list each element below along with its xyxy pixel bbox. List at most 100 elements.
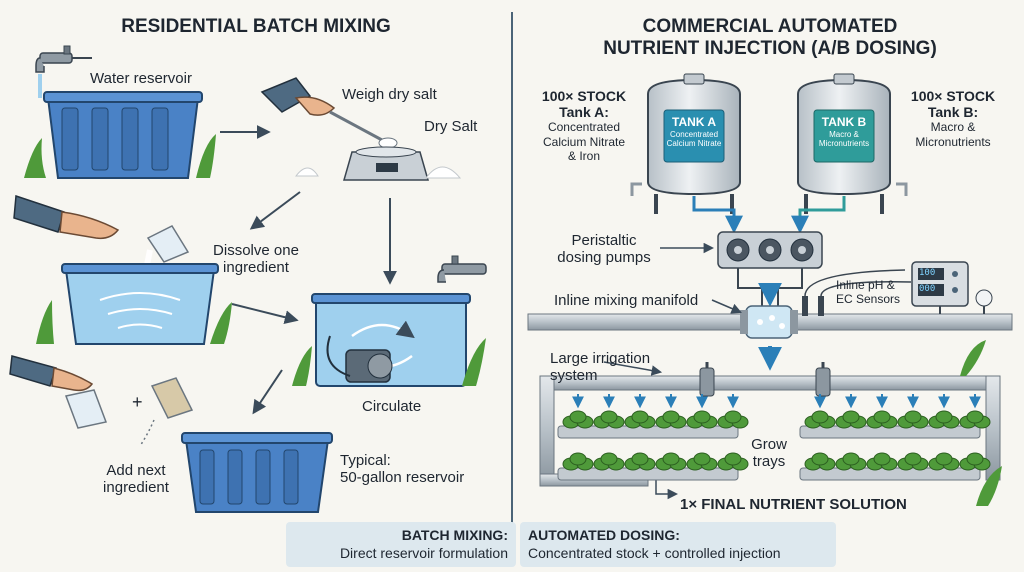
pump-icon [326,335,393,383]
lettuce-plant-icon [562,410,594,429]
lettuce-plant-icon [804,452,836,471]
scale-icon [294,146,462,181]
irrigation-pointer [603,361,663,376]
final-solution-label: 1× FINAL NUTRIENT SOLUTION [680,496,907,513]
tank-a-desc1: Concentrated [547,120,621,135]
sensors-line1: Inline pH & [836,278,895,292]
tank-a-label-sub2: Calcium Nitrate [666,138,722,148]
corner-plant-icon [976,466,1002,506]
tank-b-desc1: Macro & [930,120,976,135]
grow-trays-line1: Grow [751,436,787,453]
batch-mixing-summary-title: BATCH MIXING: [401,527,508,543]
controller-panel [911,261,993,314]
left-panel-title: RESIDENTIAL BATCH MIXING [121,16,391,37]
typical-label-line2: 50-gallon reservoir [340,469,465,487]
hand-scooping-icon [260,77,398,149]
right-panel-title: COMMERCIAL AUTOMATED NUTRIENT INJECTION … [560,16,980,60]
lettuce-plant-icon [686,452,718,471]
automated-dosing-summary-title: AUTOMATED DOSING: [528,527,680,543]
feed-line-a [692,196,743,234]
arrow-dissolve-to-circulate [231,303,299,325]
hand-pouring-liquid-icon [9,355,194,447]
dosing-pumps-line1: Peristaltic [571,232,637,249]
lettuce-plant-icon [835,410,867,429]
tank-b-desc2: Micronutrients [915,134,991,149]
add-next-label: Add next ingredient [94,462,178,497]
tank-b-description: 100× STOCK Tank B: Macro & Micronutrient… [898,88,1008,149]
lettuce-plant-icon [686,410,718,429]
tank-a-desc2: Calcium Nitrate [542,134,626,149]
tank-b-label-sub2: Micronutrients [818,138,870,148]
sensors-line2: EC Sensors [836,292,901,307]
irrigation-line1: Large irrigation [550,350,651,367]
dosing-pumps-line2: dosing pumps [557,249,651,267]
lettuce-plant-icon [897,410,929,429]
tank-b-label-sub1: Macro & [829,129,859,139]
right-title-line2: NUTRIENT INJECTION (A/B DOSING) [603,37,937,59]
weigh-dry-salt-label: Weigh dry salt [342,86,437,103]
lettuce-plant-icon [624,410,656,429]
lettuce-plant-icon [804,410,836,429]
water-reservoir-bin [24,91,216,179]
lettuce-plant-icon [928,452,960,471]
grow-trays-label: Grow trays [740,436,798,471]
circulate-label: Circulate [362,398,422,415]
feed-line-b [791,196,846,234]
automated-dosing-summary-text: Concentrated stock + controlled injectio… [528,544,781,561]
sensors-label: Inline pH & EC Sensors [836,278,900,307]
tap-icon [292,255,487,386]
water-reservoir-label: Water reservoir [90,70,192,87]
automated-dosing-summary: AUTOMATED DOSING: Concentrated stock + c… [520,522,836,567]
lettuce-plant-icon [959,452,991,471]
dosing-pumps-label: Peristaltic dosing pumps [548,232,660,267]
dissolve-label-line1: Dissolve one [213,242,299,259]
batch-mixing-summary-text: Direct reservoir formulation [339,544,508,561]
add-next-label-line1: Add next [106,462,166,479]
lettuce-plant-icon [655,452,687,471]
dissolve-label: Dissolve one ingredient [196,242,316,277]
irrigation-line2: system [550,367,598,385]
lettuce-plant-icon [562,452,594,471]
lettuce-plant-icon [866,452,898,471]
tank-a-label-sub1: Concentrated [669,129,719,139]
meter-display-1: 100 [919,268,936,278]
stock-b-header: 100× STOCK [910,88,996,104]
meter-display-2: 000 [919,284,936,294]
faucet-icon [35,45,92,98]
manifold-label: Inline mixing manifold [554,292,699,309]
lettuce-plant-icon [835,452,867,471]
dissolve-reservoir-bin [36,263,232,345]
final-solution-pointer [655,480,679,500]
tank-a [647,73,741,214]
tank-b-label: TANK B Macro & Micronutrients [814,115,874,148]
tank-b-name: Tank B: [927,104,979,121]
plus-sign: + [132,392,143,412]
lettuce-plant-icon [624,452,656,471]
lettuce-plant-icon [866,410,898,429]
lettuce-plant-icon [655,410,687,429]
tank-b-label-title: TANK B [821,115,867,129]
tank-a-label-title: TANK A [672,115,716,129]
lettuce-plant-icon [928,410,960,429]
drip-emitters [572,394,981,409]
add-next-label-line2: ingredient [103,479,169,497]
tank-a-name: Tank A: [559,104,609,121]
dosing-pumps [717,231,823,269]
dry-salt-label: Dry Salt [424,118,478,135]
typical-label-line1: Typical: [340,452,391,469]
right-title-line1: COMMERCIAL AUTOMATED [642,16,898,37]
arrow-to-final-bin [252,369,283,415]
tank-a-desc3: & Iron [567,148,600,163]
dissolve-label-line2: ingredient [223,259,289,277]
plant-rows [562,410,991,471]
typical-label: Typical: 50-gallon reservoir [340,452,464,487]
final-reservoir-bin [181,432,333,513]
lettuce-plant-icon [593,452,625,471]
batch-mixing-summary: BATCH MIXING: Direct reservoir formulati… [286,522,516,567]
lettuce-plant-icon [593,410,625,429]
corner-plant-icon [960,340,986,376]
mixing-manifold-pipe [527,305,1013,339]
stock-a-header: 100× STOCK [541,88,627,104]
